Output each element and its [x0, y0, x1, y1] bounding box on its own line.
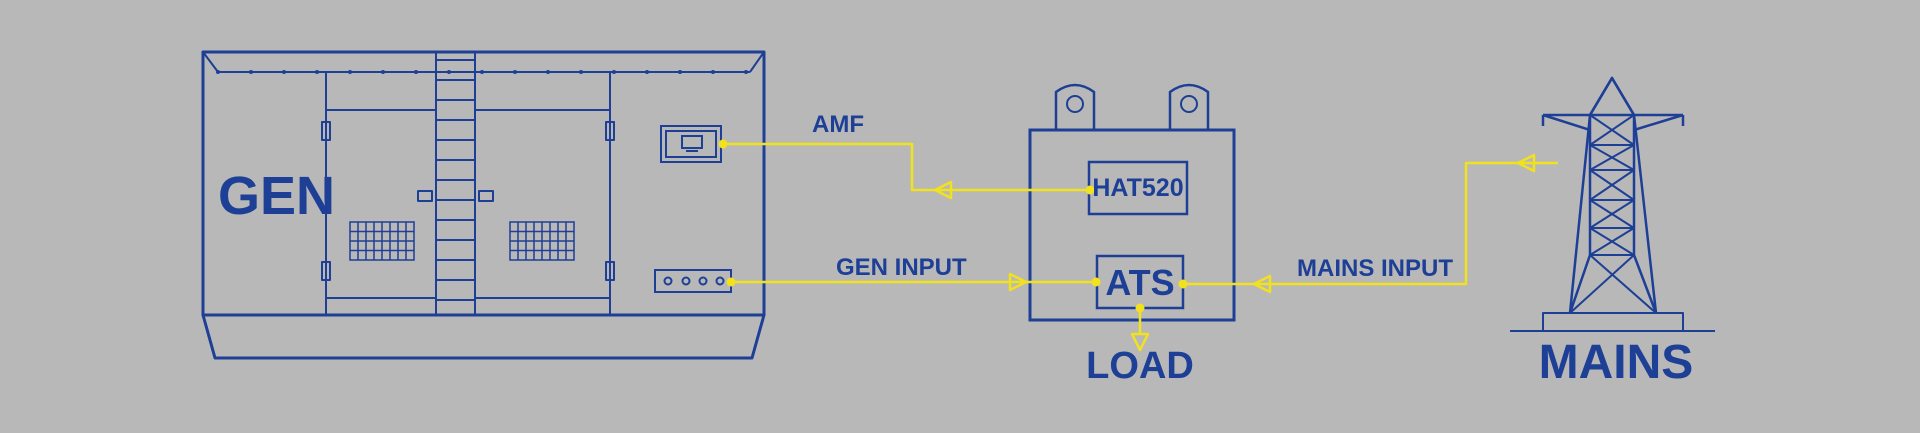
- load-arrow: [1130, 332, 1150, 352]
- rivet: [315, 70, 319, 74]
- rivet: [216, 70, 220, 74]
- ats-enclosure: [1028, 128, 1236, 322]
- generator-roof-rivets: [216, 70, 748, 74]
- connection-points: [718, 139, 1188, 313]
- generator-controller: [660, 125, 722, 163]
- controller-connection-dot: [718, 139, 728, 149]
- mains-input-arrow: [1252, 274, 1272, 294]
- ats-load-connection-dot: [1135, 303, 1145, 313]
- rivet: [447, 70, 451, 74]
- load-label: LOAD: [1086, 345, 1194, 387]
- generator-center-ladder: [436, 59, 475, 301]
- rivet: [513, 70, 517, 74]
- amf-label: AMF: [812, 111, 864, 138]
- mains-tower-lattice: [1569, 114, 1657, 314]
- ats-right-lug: [1168, 83, 1210, 130]
- mains-tower: [1510, 76, 1715, 332]
- ats-label: ATS: [1105, 262, 1174, 303]
- generator-left-door: [325, 109, 437, 299]
- rivet: [480, 70, 484, 74]
- rivet: [282, 70, 286, 74]
- rivet: [381, 70, 385, 74]
- generator-unit: [201, 50, 766, 360]
- amf-wire: [723, 142, 1090, 192]
- rivet: [249, 70, 253, 74]
- terminal-connection-dot: [726, 277, 736, 287]
- ats-left-lug: [1054, 83, 1096, 130]
- rivet: [546, 70, 550, 74]
- rivet: [348, 70, 352, 74]
- rivet: [645, 70, 649, 74]
- generator-terminal-block: [654, 269, 732, 293]
- rivet: [414, 70, 418, 74]
- generator-base: [201, 314, 766, 360]
- rivet: [744, 70, 748, 74]
- mains-input-wire: [1183, 161, 1558, 286]
- ats-gen-connection-dot: [1091, 277, 1101, 287]
- mains-input-label: MAINS INPUT: [1297, 255, 1453, 282]
- rivet: [579, 70, 583, 74]
- rivet: [678, 70, 682, 74]
- gen-label: GEN: [218, 166, 335, 226]
- mains-top-arrow: [1516, 153, 1536, 173]
- hat520-label: HAT520: [1092, 174, 1183, 202]
- generator-right-door: [474, 109, 611, 299]
- hat520-connection-dot: [1085, 185, 1095, 195]
- rivet: [711, 70, 715, 74]
- gen-input-arrow: [1008, 272, 1028, 292]
- generator-vent-grills: [349, 221, 575, 261]
- mains-label: MAINS: [1539, 336, 1694, 389]
- amf-arrow: [933, 180, 953, 200]
- ats-mains-connection-dot: [1178, 279, 1188, 289]
- rivet: [612, 70, 616, 74]
- gen-input-label: GEN INPUT: [836, 254, 967, 281]
